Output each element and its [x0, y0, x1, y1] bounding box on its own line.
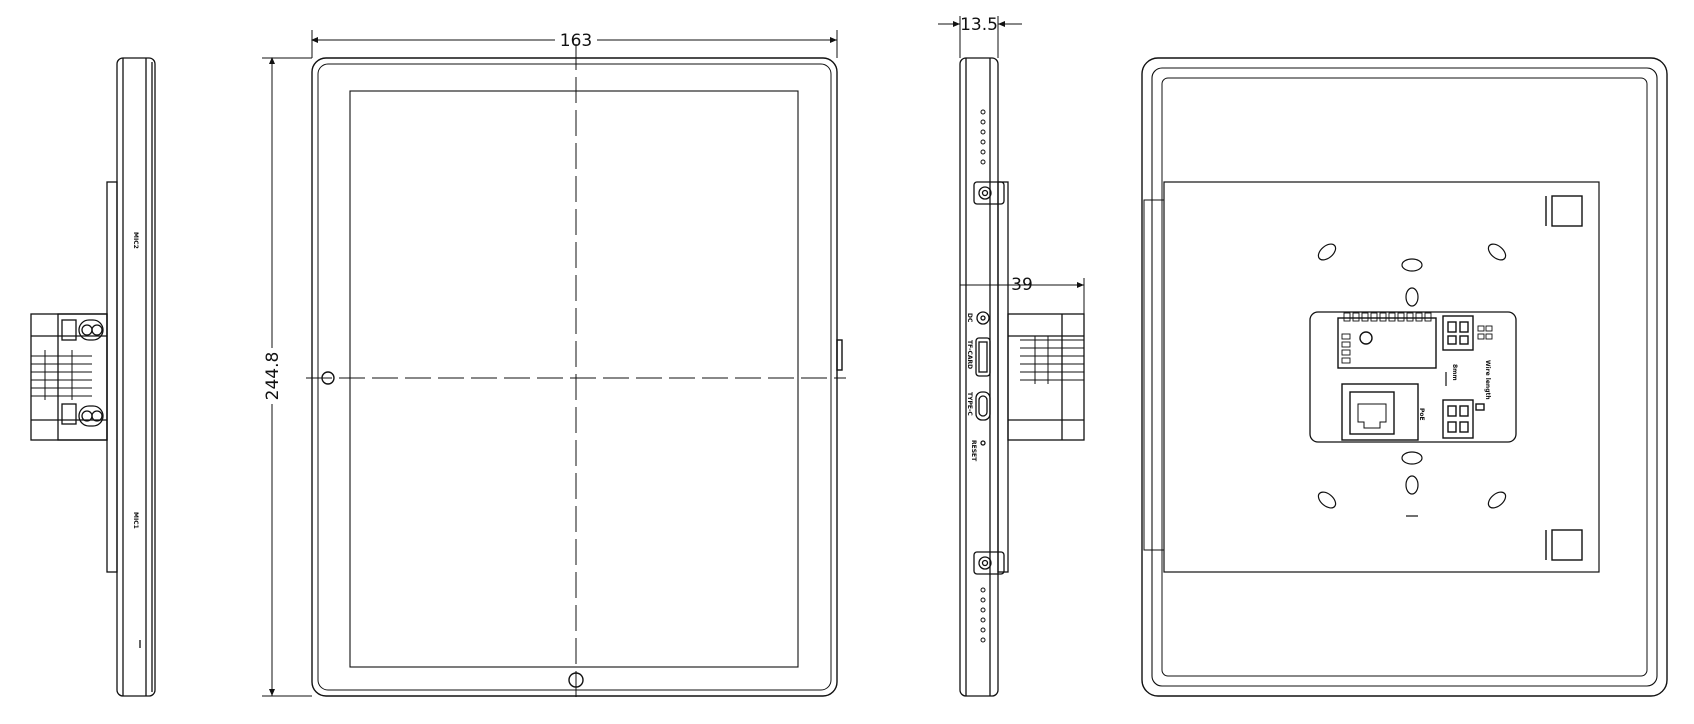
reset-label: RESET — [970, 440, 977, 462]
depth-panel-dimension: 13.5 — [960, 15, 998, 35]
width-dimension: 163 — [560, 31, 592, 51]
type-c-label: TYPE-C — [966, 392, 973, 416]
depth-total-dimension: 39 — [1011, 275, 1033, 295]
poe-label: PoE — [1418, 408, 1425, 421]
front-view — [262, 30, 846, 700]
left-side-view — [30, 57, 156, 697]
dc-label: DC — [966, 313, 973, 323]
right-side-view — [938, 16, 1085, 697]
wire-length-label: Wire length — [1484, 360, 1491, 400]
height-dimension: 244.8 — [263, 352, 283, 401]
mic2-label: MIC2 — [132, 232, 139, 249]
strip-length-label: 8mm — [1451, 364, 1458, 381]
tf-card-label: TF-CARD — [966, 340, 973, 369]
back-view — [1141, 57, 1668, 697]
mic1-label: MIC1 — [132, 512, 139, 529]
